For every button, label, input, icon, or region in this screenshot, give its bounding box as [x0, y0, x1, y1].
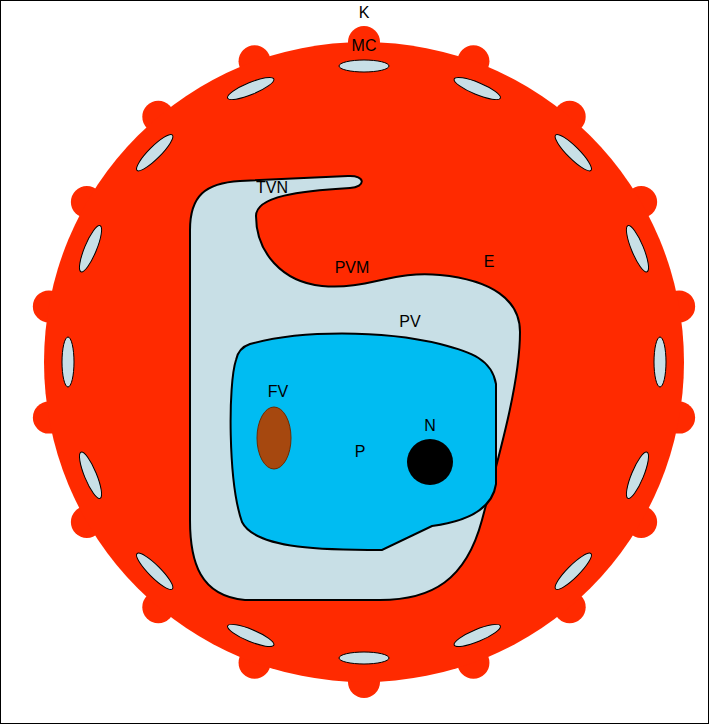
maurer-cleft	[622, 223, 652, 274]
maurer-cleft	[133, 131, 177, 175]
maurer-cleft-label: MC	[352, 38, 377, 54]
maurer-cleft	[339, 60, 389, 72]
maurer-cleft	[622, 450, 652, 501]
region-label: P	[355, 444, 366, 460]
maurer-cleft	[452, 73, 503, 103]
parasite: P	[222, 326, 502, 558]
maurer-cleft	[75, 223, 105, 274]
region-label: E	[484, 254, 495, 270]
maurer-cleft	[339, 652, 389, 664]
parasite-outline	[231, 334, 496, 551]
food-vacuole-label: FV	[268, 384, 288, 400]
vacuole-outline	[190, 176, 520, 600]
parasite-outline	[222, 326, 502, 558]
maurer-cleft	[452, 620, 503, 650]
vacuole-membrane-label: PVM	[335, 260, 370, 276]
maurer-cleft	[225, 620, 276, 650]
nucleus	[407, 439, 453, 485]
maurer-cleft	[551, 549, 595, 593]
maurer-cleft	[133, 549, 177, 593]
erythrocyte-body	[44, 42, 684, 682]
nucleus-label: N	[424, 418, 436, 434]
maurer-cleft	[75, 450, 105, 501]
maurer-cleft	[225, 73, 276, 103]
parasitophorous-vacuole: PV P	[180, 166, 530, 610]
maurer-cleft	[62, 337, 74, 387]
tubovesicular-network-label: TVN	[256, 180, 288, 196]
knob-label: K	[359, 5, 370, 21]
cell-body	[33, 26, 695, 698]
food-vacuole	[257, 407, 291, 469]
region-label: PV	[399, 314, 420, 330]
maurer-cleft	[551, 131, 595, 175]
maurer-cleft	[654, 337, 666, 387]
